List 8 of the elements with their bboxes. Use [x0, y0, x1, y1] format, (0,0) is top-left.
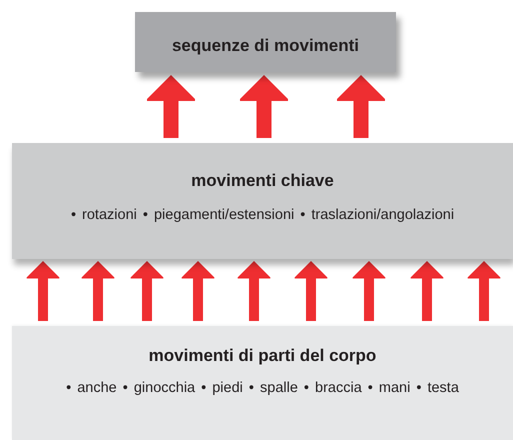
- box-heading: sequenze di movimenti: [172, 36, 360, 56]
- bullet-list-text: • rotazioni • piegamenti/estensioni • traslazioni/angolazioni: [70, 207, 454, 223]
- process-box: [12, 143, 513, 259]
- box-heading: movimenti chiave: [191, 171, 334, 191]
- process-box: [12, 326, 513, 440]
- box-heading: movimenti di parti del corpo: [148, 346, 376, 366]
- process-box: [135, 12, 396, 72]
- bullet-list-text: • anche • ginocchia • piedi • spalle • braccia • mani • testa: [66, 380, 459, 396]
